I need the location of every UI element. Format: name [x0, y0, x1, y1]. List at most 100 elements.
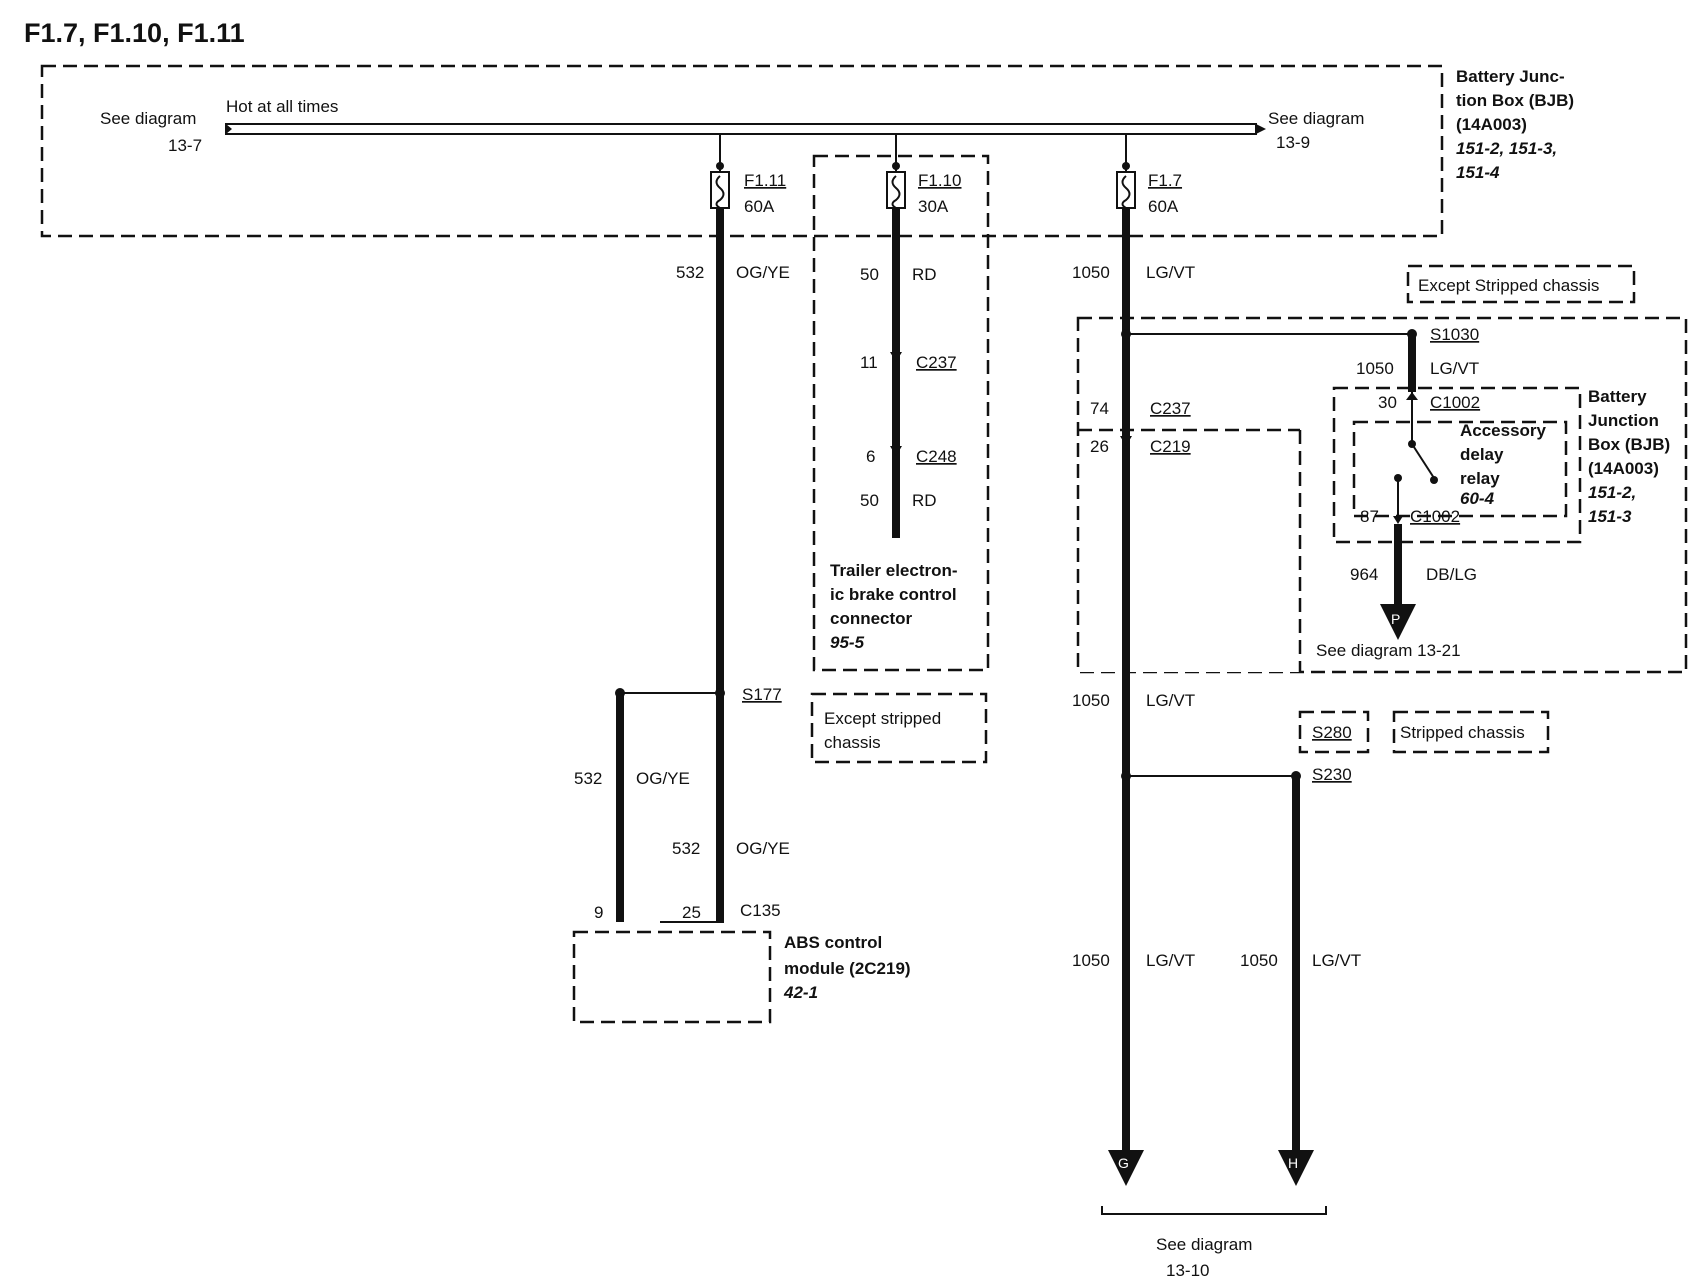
trailer-line4: 95-5: [830, 633, 865, 652]
bus-hot-label: Hot at all times: [226, 97, 338, 116]
relay-label-4: 60-4: [1460, 489, 1495, 508]
c1050-num-g: 1050: [1072, 951, 1110, 970]
accessory-relay-symbol: [1393, 392, 1438, 524]
bjb-main-line2: tion Box (BJB): [1456, 91, 1574, 110]
stripped-label: Stripped chassis: [1400, 723, 1525, 742]
c964-num: 964: [1350, 565, 1378, 584]
bus-left-ref-line2: 13-7: [168, 136, 202, 155]
relay-connector-top: C1002: [1430, 393, 1480, 412]
fuse-f111-rating: 60A: [744, 197, 775, 216]
bjb-main-line1: Battery Junc-: [1456, 67, 1565, 86]
bjb-relay-line5: 151-2,: [1588, 483, 1636, 502]
circuit-1050-wire: [1108, 208, 1417, 1186]
c532-color-top: OG/YE: [736, 263, 790, 282]
c532-num-branch: 532: [574, 769, 602, 788]
diagram-title: F1.7, F1.10, F1.11: [24, 18, 245, 48]
relay-pin-30: 30: [1378, 393, 1397, 412]
relay-label-2: delay: [1460, 445, 1504, 464]
c1050-num-top: 1050: [1072, 263, 1110, 282]
c237-pin-74: 74: [1090, 399, 1109, 418]
except-stripped-2-label: Except Stripped chassis: [1418, 276, 1599, 295]
except-stripped-box-2: [1406, 264, 1636, 304]
bus-left-ref-line1: See diagram: [100, 109, 196, 128]
abs-module-line2: module (2C219): [784, 959, 911, 978]
bjb-main-line5: 151-4: [1456, 163, 1500, 182]
c532-color-main: OG/YE: [736, 839, 790, 858]
bus-right-ref-line2: 13-9: [1276, 133, 1310, 152]
fuse-f110-symbol: [886, 134, 906, 209]
stripped-box: [1392, 710, 1550, 754]
c135-pin-9: 9: [594, 903, 603, 922]
c50-num-bottom: 50: [860, 491, 879, 510]
fuse-f17-rating: 60A: [1148, 197, 1179, 216]
trailer-line1: Trailer electron-: [830, 561, 958, 580]
arrow-h-label: H: [1288, 1155, 1298, 1171]
c1050-color-top: LG/VT: [1146, 263, 1195, 282]
circuit-964-wire: [1380, 524, 1416, 640]
bjb-relay-line4: (14A003): [1588, 459, 1659, 478]
connector-c135: C135: [740, 901, 781, 920]
c1050-color-g: LG/VT: [1146, 951, 1195, 970]
splice-s1030: S1030: [1430, 325, 1479, 344]
accessory-relay-box: [1352, 420, 1568, 518]
c50-pin-6: 6: [866, 447, 875, 466]
connector-c219: C219: [1150, 437, 1191, 456]
bjb-main-line3: (14A003): [1456, 115, 1527, 134]
except-stripped-box-1: [810, 692, 988, 764]
fuse-f110-name: F1.10: [918, 171, 961, 190]
connector-c237-trailer: C237: [916, 353, 957, 372]
relay-connector-bottom: C1002: [1410, 507, 1460, 526]
c1050-color-s1030: LG/VT: [1430, 359, 1479, 378]
c532-num-main: 532: [672, 839, 700, 858]
c964-color: DB/LG: [1426, 565, 1477, 584]
relay-label-1: Accessory: [1460, 421, 1547, 440]
ref-13-21: See diagram 13-21: [1316, 641, 1461, 660]
c1050-color-h: LG/VT: [1312, 951, 1361, 970]
c1050-color-mid: LG/VT: [1146, 691, 1195, 710]
abs-module-line3: 42-1: [783, 983, 818, 1002]
power-bus: [225, 123, 1266, 135]
bjb-relay-box: [1332, 386, 1582, 544]
c532-num-top: 532: [676, 263, 704, 282]
fuse-f17-name: F1.7: [1148, 171, 1182, 190]
trailer-line2: ic brake control: [830, 585, 957, 604]
abs-module-line1: ABS control: [784, 933, 882, 952]
fuse-f111-symbol: [710, 134, 730, 209]
bjb-main-line4: 151-2, 151-3,: [1456, 139, 1557, 158]
c1050-num-mid: 1050: [1072, 691, 1110, 710]
c135-pin-25: 25: [682, 903, 701, 922]
splice-s280: S280: [1312, 723, 1352, 742]
relay-pin-87: 87: [1360, 507, 1379, 526]
c219-pin-26: 26: [1090, 437, 1109, 456]
c50-color-bottom: RD: [912, 491, 937, 510]
abs-module-box: [572, 930, 772, 1024]
c1050-num-s1030: 1050: [1356, 359, 1394, 378]
except-stripped-1-line2: chassis: [824, 733, 881, 752]
connector-c237: C237: [1150, 399, 1191, 418]
bjb-main-box: [40, 64, 1444, 238]
bus-right-ref-line1: See diagram: [1268, 109, 1364, 128]
circuit-532-wire: [615, 208, 725, 922]
c50-pin-11: 11: [860, 353, 878, 372]
fuse-f17-symbol: [1116, 134, 1136, 209]
connector-c248: C248: [916, 447, 957, 466]
fuse-f111-name: F1.11: [744, 171, 786, 190]
c1050-num-h: 1050: [1240, 951, 1278, 970]
ref-bracket: [1101, 1206, 1327, 1215]
circuit-50-wire: [890, 208, 902, 538]
s280-box: [1298, 710, 1370, 754]
c50-num-top: 50: [860, 265, 879, 284]
arrow-p-label: P: [1391, 611, 1400, 627]
c50-color-top: RD: [912, 265, 937, 284]
c532-color-branch: OG/YE: [636, 769, 690, 788]
ref-13-10-line1: See diagram: [1156, 1235, 1252, 1254]
bjb-relay-line6: 151-3: [1588, 507, 1632, 526]
fuse-f110-rating: 30A: [918, 197, 949, 216]
except-stripped-region: [1076, 316, 1688, 674]
arrow-g-label: G: [1118, 1155, 1129, 1171]
relay-label-3: relay: [1460, 469, 1500, 488]
bjb-relay-line2: Junction: [1588, 411, 1659, 430]
except-stripped-1-line1: Except stripped: [824, 709, 941, 728]
bjb-relay-line3: Box (BJB): [1588, 435, 1670, 454]
